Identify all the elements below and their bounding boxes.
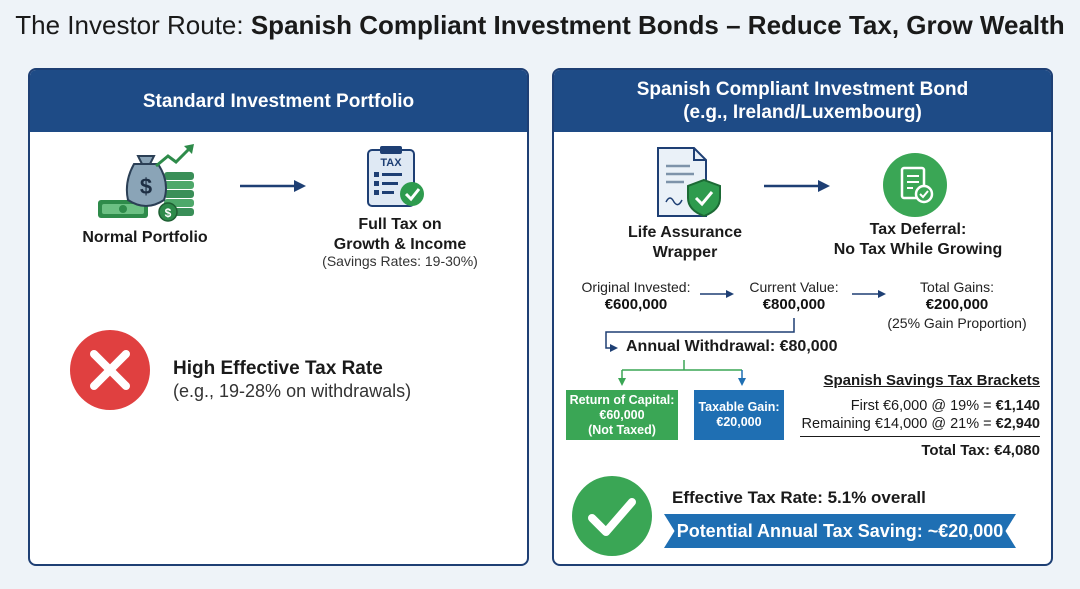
annual-withdrawal: Annual Withdrawal: €80,000 (626, 338, 838, 355)
arrow-icon (240, 178, 308, 194)
current-value-amount: €800,000 (762, 296, 826, 313)
return-capital-line3: (Not Taxed) (588, 422, 656, 437)
wrapper-label: Life Assurance Wrapper (610, 223, 760, 263)
tax-deferral-label: Tax Deferral: No Tax While Growing (808, 220, 1028, 260)
tax-brackets: Spanish Savings Tax Brackets First €6,00… (790, 370, 1040, 462)
bracket-value: €2,940 (995, 416, 1040, 432)
taxable-line2: €20,000 (716, 415, 762, 429)
taxable-gain-box: Taxable Gain: €20,000 (694, 390, 784, 440)
money-bag-icon: $ $ (96, 142, 200, 224)
effective-tax-rate: Effective Tax Rate: 5.1% overall (672, 488, 926, 507)
full-tax-line1: Full Tax on (358, 216, 442, 233)
svg-text:$: $ (140, 174, 152, 199)
header-line2: (e.g., Ireland/Luxembourg) (683, 102, 922, 123)
split-connector (614, 360, 754, 388)
tax-icon-text: TAX (380, 157, 402, 169)
return-capital-line1: Return of Capital: (569, 392, 675, 407)
document-shield-icon (650, 144, 726, 220)
total-tax: Total Tax: €4,080 (921, 442, 1040, 459)
divider (800, 436, 1040, 437)
return-of-capital-box: Return of Capital: €60,000 (Not Taxed) (566, 390, 678, 440)
normal-portfolio-label: Normal Portfolio (82, 229, 208, 246)
bracket-row: Remaining €14,000 @ 21% = €2,940 (802, 416, 1040, 432)
current-value: Current Value: €800,000 (734, 278, 854, 314)
tax-saving-text: Potential Annual Tax Saving: ~€20,000 (676, 520, 1004, 541)
standard-portfolio-panel: Standard Investment Portfolio $ $ Normal… (28, 68, 529, 566)
bracket-text: First €6,000 @ 19% = (850, 398, 996, 414)
full-tax-label: Full Tax on Growth & Income (300, 215, 500, 255)
original-invested: Original Invested: €600,000 (568, 278, 704, 314)
original-label: Original Invested: (581, 279, 691, 295)
wrapper-line2: Wrapper (652, 244, 718, 261)
withdrawal-connector (598, 318, 798, 356)
svg-text:$: $ (165, 206, 172, 220)
tax-deferral-icon (882, 152, 948, 218)
deferral-line1: Tax Deferral: (869, 221, 967, 238)
red-x-icon (68, 328, 152, 412)
gains-label: Total Gains: (920, 279, 994, 295)
deferral-line2: No Tax While Growing (833, 241, 1003, 258)
panel-header: Standard Investment Portfolio (30, 70, 527, 132)
investment-bond-panel: Spanish Compliant Investment Bond (e.g.,… (552, 68, 1053, 566)
panel-header: Spanish Compliant Investment Bond (e.g.,… (554, 70, 1051, 132)
brackets-title: Spanish Savings Tax Brackets (823, 372, 1040, 389)
high-tax-sub: (e.g., 19-28% on withdrawals) (173, 381, 412, 401)
savings-rates-note: (Savings Rates: 19-30%) (322, 253, 478, 269)
tax-clipboard-icon: TAX (364, 144, 428, 210)
arrow-icon (700, 288, 736, 300)
arrow-icon (852, 288, 888, 300)
current-label: Current Value: (749, 279, 839, 295)
bracket-value: €1,140 (995, 398, 1040, 414)
total-gains: Total Gains: €200,000 (25% Gain Proporti… (874, 278, 1040, 332)
gains-proportion: (25% Gain Proportion) (887, 315, 1027, 331)
full-tax-line2: Growth & Income (333, 236, 467, 253)
high-tax-title: High Effective Tax Rate (173, 358, 383, 379)
page-title: The Investor Route: Spanish Compliant In… (15, 10, 1065, 40)
green-check-icon (570, 474, 654, 558)
arrow-icon (764, 178, 832, 194)
bracket-row: First €6,000 @ 19% = €1,140 (851, 398, 1040, 414)
tax-saving-banner: Potential Annual Tax Saving: ~€20,000 (664, 514, 1016, 548)
wrapper-line1: Life Assurance (627, 224, 743, 241)
bracket-text: Remaining €14,000 @ 21% = (801, 416, 996, 432)
return-capital-line2: €60,000 (599, 407, 645, 422)
header-line1: Spanish Compliant Investment Bond (636, 79, 969, 100)
original-value: €600,000 (604, 296, 668, 313)
gains-value: €200,000 (925, 296, 989, 313)
taxable-line1: Taxable Gain: (698, 400, 780, 414)
